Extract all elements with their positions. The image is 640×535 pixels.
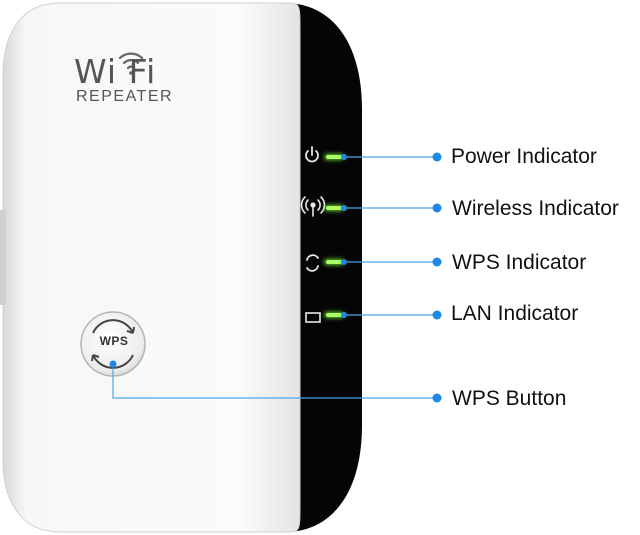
callout-dot-wireless-end [432, 203, 442, 213]
callout-dot-power-start [341, 154, 347, 160]
wps-button-label: WPS [99, 334, 129, 348]
brand-wifi-logo: Wi Fi [74, 52, 157, 91]
callout-dot-wps-button-end [432, 393, 442, 403]
callout-dot-wireless-start [341, 205, 347, 211]
antenna-icon [300, 196, 326, 217]
brand-repeater-text: REPEATER [76, 88, 174, 105]
callout-dot-lan-start [341, 312, 347, 318]
callout-line-wps-button [112, 364, 437, 399]
callout-dot-power-end [432, 152, 442, 162]
device-side-tab [0, 210, 6, 305]
lan-port-icon [305, 312, 321, 323]
wps-led [324, 259, 344, 265]
device-white-body [2, 2, 301, 533]
callout-dot-wps-start [341, 259, 347, 265]
wps-button[interactable] [80, 311, 146, 377]
wifi-signal-icon [118, 52, 144, 75]
callout-dot-wps-end [432, 257, 442, 267]
callout-dot-lan-end [432, 310, 442, 320]
label-wps-indicator: WPS Indicator [452, 251, 587, 274]
wps-arrow-top-icon [92, 319, 134, 334]
label-lan-indicator: LAN Indicator [451, 302, 579, 325]
lan-led [324, 312, 344, 318]
power-led [324, 154, 344, 160]
power-icon [305, 146, 319, 163]
wps-sync-icon [306, 254, 319, 272]
label-power-indicator: Power Indicator [451, 145, 597, 168]
wireless-led [324, 205, 344, 211]
callout-dot-wps-button-start [109, 360, 117, 368]
label-wireless-indicator: Wireless Indicator [452, 197, 619, 220]
label-wps-button: WPS Button [452, 387, 567, 410]
